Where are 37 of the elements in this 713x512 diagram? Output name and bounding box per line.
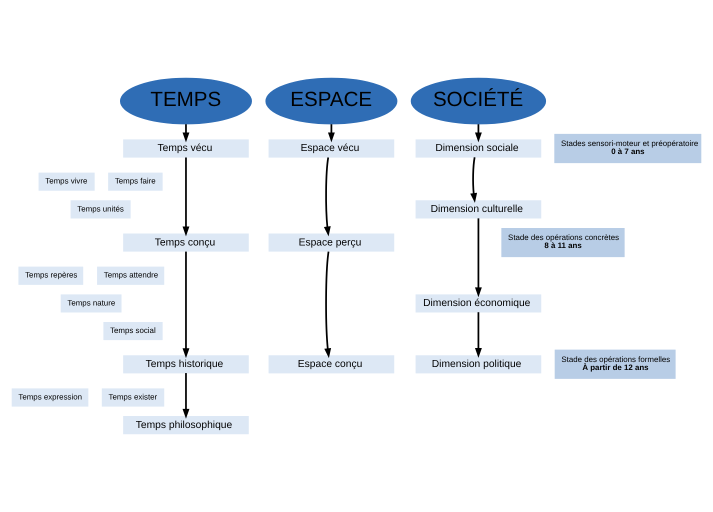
arrow: [182, 252, 190, 358]
node-box: Stades sensori-moteur et préopératoire 0 à 7 ans: [554, 134, 702, 164]
node-box: Stade des opérations formelles À partir de 12 ans: [554, 350, 676, 379]
node-box: Dimension économique: [416, 294, 542, 313]
node-box: Temps conçu: [123, 233, 249, 252]
node-box: Dimension politique: [416, 355, 542, 374]
node-box: Temps nature: [60, 294, 122, 313]
node-box: Temps faire: [108, 172, 163, 191]
node-box: Temps vécu: [123, 139, 249, 158]
node-box: Temps expression: [12, 388, 88, 407]
node-box: Espace perçu: [268, 233, 394, 252]
arrow: [470, 157, 478, 203]
node-box: Dimension culturelle: [416, 200, 542, 218]
node-box: Temps unités: [70, 200, 131, 218]
arrow: [474, 218, 482, 298]
arrow: [182, 158, 190, 236]
arrow: [182, 373, 190, 419]
node-box: Temps philosophique: [123, 416, 249, 434]
node-box: Temps historique: [123, 355, 249, 374]
node-box: Temps vivre: [38, 172, 95, 191]
arrow: [324, 157, 331, 236]
arrow: [474, 124, 482, 142]
node-ellipse: TEMPS: [120, 78, 252, 124]
arrow: [182, 124, 190, 142]
arrow: [474, 312, 482, 358]
arrow: [324, 252, 332, 358]
node-box: Espace conçu: [268, 355, 394, 374]
node-ellipse: SOCIÉTÉ: [410, 78, 546, 124]
node-box: Temps exister: [102, 388, 164, 407]
node-box: Temps social: [103, 322, 163, 340]
node-ellipse: ESPACE: [265, 78, 398, 124]
node-box: Stade des opérations concrètes 8 à 11 ans: [501, 228, 625, 258]
node-box: Temps attendre: [97, 266, 164, 285]
node-box: Dimension sociale: [416, 139, 542, 158]
node-box: Temps repères: [18, 266, 84, 285]
node-box: Espace vécu: [268, 139, 394, 158]
arrow: [328, 124, 335, 142]
